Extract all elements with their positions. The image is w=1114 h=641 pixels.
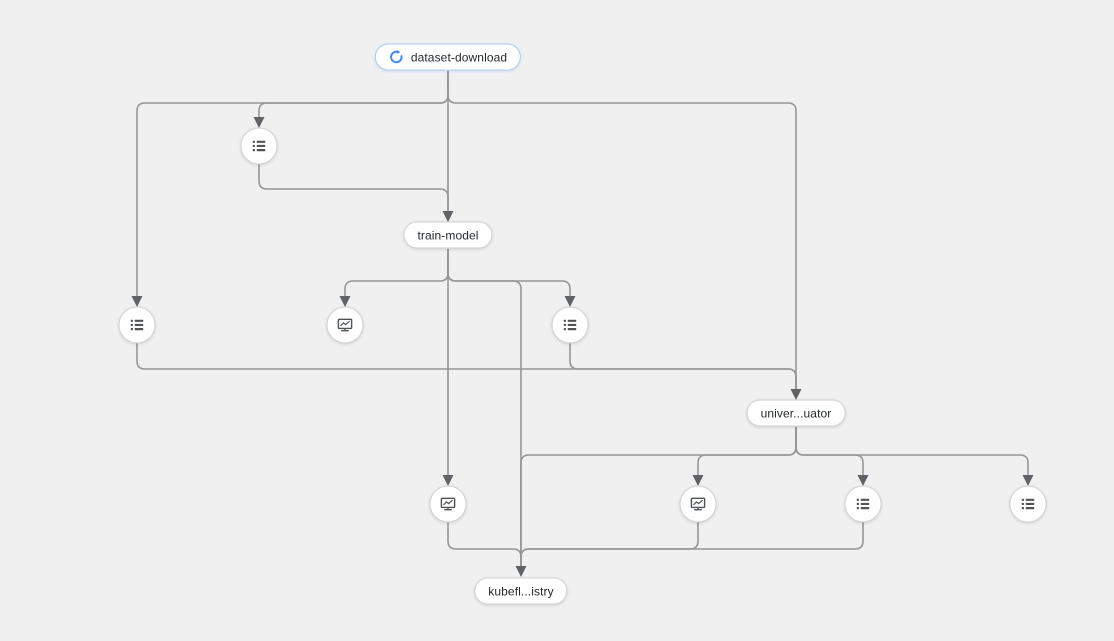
arrowhead: [131, 296, 143, 307]
edge-universal-evaluator-a6: [697, 427, 797, 475]
node-kubeflow-registry[interactable]: kubefl...istry: [474, 577, 568, 605]
edge-a7-kubeflow-registry: [520, 522, 864, 566]
list-icon: [562, 317, 579, 334]
node-universal-evaluator[interactable]: univer...uator: [746, 399, 846, 427]
arrowhead: [790, 389, 802, 400]
node-label: univer...uator: [760, 406, 832, 420]
node-a6[interactable]: [679, 485, 717, 523]
edge-train-model-a3: [344, 249, 449, 296]
edge-a4-universal-evaluator: [569, 343, 797, 389]
node-train-model[interactable]: train-model: [403, 221, 493, 249]
edge-universal-evaluator-a7: [795, 427, 864, 475]
node-label: train-model: [417, 228, 479, 242]
arrowhead: [339, 296, 351, 307]
edge-universal-evaluator-a8: [795, 427, 1029, 475]
node-a3[interactable]: [326, 306, 364, 344]
edge-a2-universal-evaluator: [136, 343, 797, 389]
arrowhead: [1022, 475, 1034, 486]
node-a8[interactable]: [1009, 485, 1047, 523]
list-icon: [855, 496, 872, 513]
edge-dataset-download-a1: [258, 71, 449, 117]
list-icon: [129, 317, 146, 334]
edge-train-model-kubeflow-registry: [447, 249, 522, 566]
edge-dataset-download-universal-evaluator: [447, 71, 797, 389]
edge-a5-kubeflow-registry: [447, 522, 522, 566]
chart-icon: [440, 496, 457, 513]
arrowhead: [442, 475, 454, 486]
node-a7[interactable]: [844, 485, 882, 523]
node-label: dataset-download: [410, 50, 508, 64]
arrowhead: [564, 296, 576, 307]
node-a4[interactable]: [551, 306, 589, 344]
arrowhead: [692, 475, 704, 486]
node-dataset-download[interactable]: dataset-download: [374, 43, 522, 71]
list-icon: [251, 138, 268, 155]
list-icon: [1020, 496, 1037, 513]
node-a2[interactable]: [118, 306, 156, 344]
edge-train-model-a4: [447, 249, 571, 296]
edge-dataset-download-a2: [136, 71, 449, 296]
edge-a1-train-model: [258, 164, 449, 211]
arrowhead: [857, 475, 869, 486]
node-a5[interactable]: [429, 485, 467, 523]
chart-icon: [337, 317, 354, 334]
spinner-icon: [389, 49, 404, 65]
arrowhead: [515, 566, 527, 577]
node-label: kubefl...istry: [488, 584, 554, 598]
edge-a6-kubeflow-registry: [520, 522, 699, 566]
arrowhead: [253, 117, 265, 128]
node-a1[interactable]: [240, 127, 278, 165]
edge-universal-evaluator-kubeflow-registry: [520, 427, 797, 566]
chart-icon: [690, 496, 707, 513]
arrowhead: [442, 211, 454, 222]
